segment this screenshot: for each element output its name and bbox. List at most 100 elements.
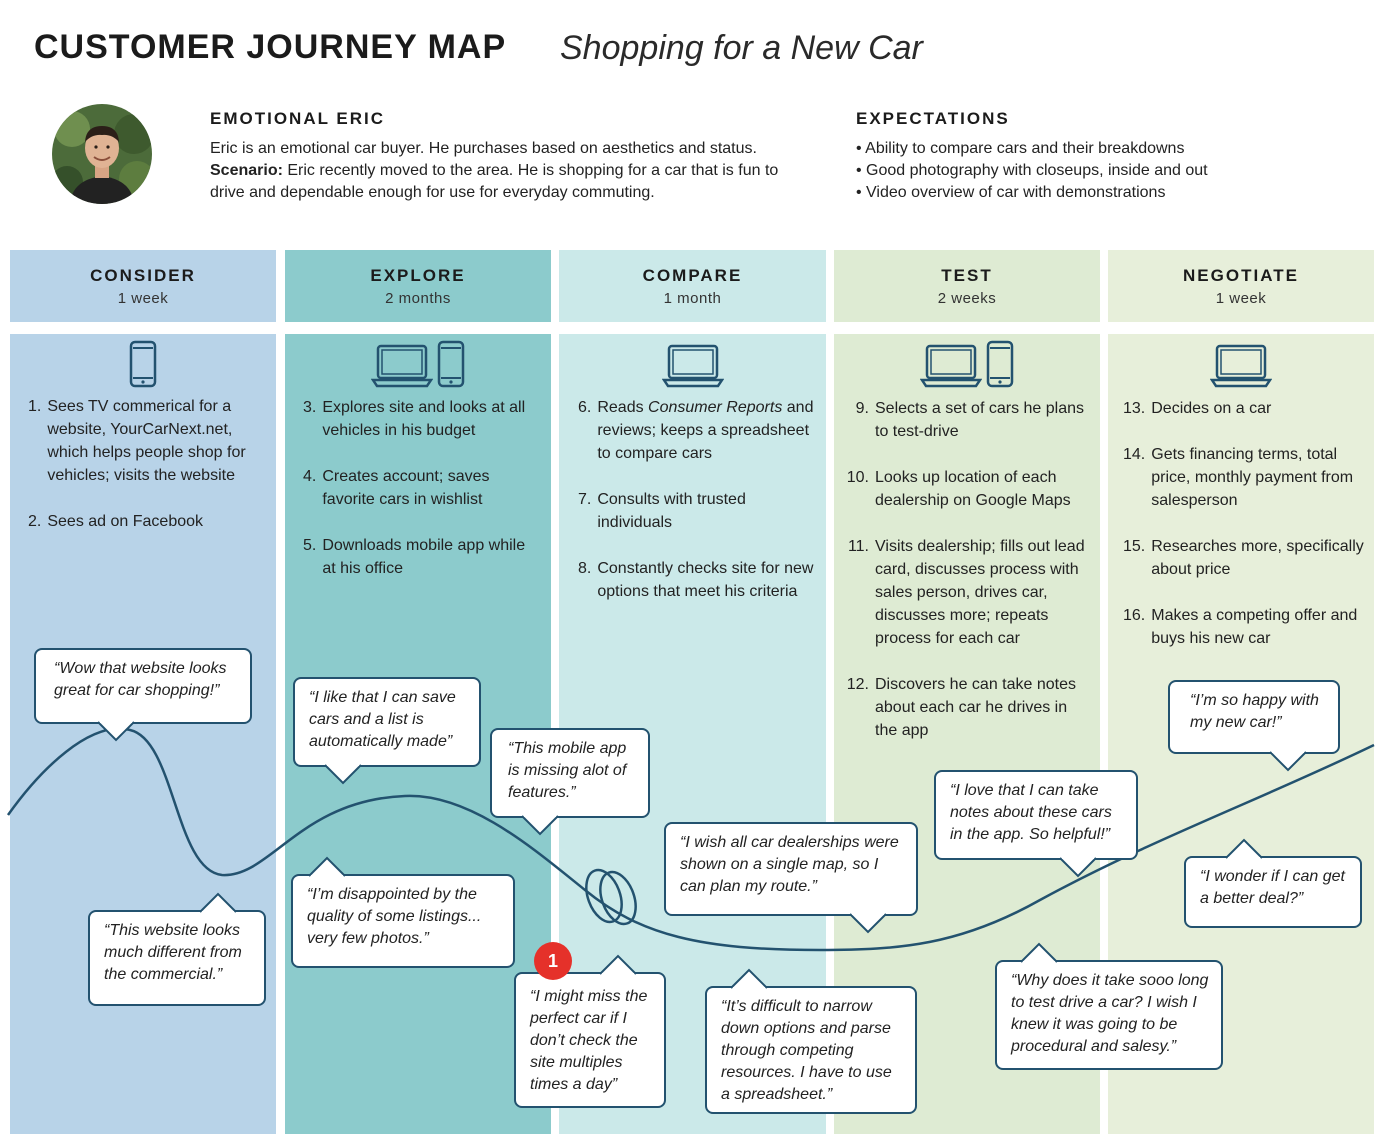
stage-name: EXPLORE (370, 266, 466, 285)
step-number: 3. (303, 399, 317, 416)
quote-text: “This website looks much different from … (88, 910, 266, 1006)
stage-header-explore: EXPLORE 2 months (285, 250, 551, 322)
persona-description: Eric is an emotional car buyer. He purch… (210, 138, 810, 204)
stage-duration: 1 week (1215, 290, 1267, 307)
quote-bubble: “It’s difficult to narrow down options a… (705, 968, 917, 1114)
step-text: Discovers he can take notes about each c… (875, 676, 1076, 739)
laptop-icon (370, 344, 434, 392)
expectation-item: Ability to compare cars and their breakd… (856, 138, 1336, 160)
stage-devices-compare (559, 340, 826, 393)
persona-scenario: Scenario: Eric recently moved to the are… (210, 160, 810, 204)
step-item: 13. Decides on a car (1123, 397, 1365, 420)
quote-text: “It’s difficult to narrow down options a… (705, 986, 917, 1114)
step-item: 16. Makes a competing offer and buys his … (1123, 604, 1365, 650)
quote-bubble: “Wow that website looks great for car sh… (34, 648, 252, 742)
step-number: 14. (1123, 446, 1146, 463)
step-number: 1. (28, 398, 42, 415)
stage-duration: 2 months (385, 290, 451, 307)
steps-consider: 1. Sees TV commerical for a website, Your… (28, 395, 264, 556)
quote-text: “I love that I can take notes about thes… (934, 770, 1138, 860)
step-number: 9. (855, 400, 869, 417)
quote-bubble: “I might miss the perfect car if I don’t… (514, 954, 666, 1108)
step-number: 12. (846, 676, 869, 693)
quote-bubble: “I’m so happy with my new car!” (1168, 680, 1340, 772)
step-text: Sees TV commerical for a website, YourCa… (47, 398, 246, 484)
quote-bubble: “Why does it take sooo long to test driv… (995, 942, 1223, 1070)
steps-test: 9.Selects a set of cars he plans to test… (843, 397, 1093, 765)
step-text: Makes a competing offer and buys his new… (1151, 607, 1358, 647)
quote-text: “This mobile app is missing alot of feat… (490, 728, 650, 818)
steps-negotiate: 13. Decides on a car 14.Gets financing te… (1123, 397, 1365, 673)
step-number: 15. (1123, 538, 1146, 555)
phone-icon (437, 340, 465, 392)
quote-bubble: “I like that I can save cars and a list … (293, 677, 481, 785)
expectations-title: EXPECTATIONS (856, 109, 1010, 128)
steps-compare: 6.Reads Consumer Reports and reviews; ke… (578, 396, 814, 626)
step-number: 2. (28, 513, 42, 530)
phone-icon (129, 340, 157, 392)
quote-bubble: “I wish all car dealerships were shown o… (664, 822, 918, 934)
page-subtitle: Shopping for a New Car (560, 29, 923, 67)
page-title: CUSTOMER JOURNEY MAP (34, 28, 507, 66)
step-text: Creates account; saves favorite cars in … (322, 468, 490, 508)
quote-text: “I might miss the perfect car if I don’t… (514, 972, 666, 1108)
step-item: 8.Constantly checks site for new options… (578, 557, 814, 603)
step-number: 16. (1123, 607, 1146, 624)
step-text: Reads Consumer Reports and reviews; keep… (597, 399, 814, 462)
stage-duration: 2 weeks (937, 290, 997, 307)
step-number: 11. (847, 538, 869, 555)
stage-header-consider: CONSIDER 1 week (10, 250, 276, 322)
stage-name: NEGOTIATE (1183, 266, 1299, 285)
scenario-text: Eric recently moved to the area. He is s… (210, 162, 779, 201)
step-text: Explores site and looks at all vehicles … (322, 399, 526, 439)
step-item: 14.Gets financing terms, total price, mo… (1123, 443, 1365, 512)
laptop-icon (661, 344, 724, 392)
step-text: Consults with trusted individuals (597, 491, 746, 531)
quote-bubble: “I love that I can take notes about thes… (934, 770, 1138, 878)
step-item: 2. Sees ad on Facebook (28, 510, 264, 533)
step-item: 4. Creates account; saves favorite cars i… (303, 465, 539, 511)
expectations-list: Ability to compare cars and their breakd… (856, 138, 1336, 204)
stage-devices-explore (285, 340, 551, 393)
step-item: 15. Researches more, specifically about p… (1123, 535, 1365, 581)
quote-bubble: “I’m disappointed by the quality of some… (291, 856, 515, 968)
quote-bubble: “This website looks much different from … (88, 892, 266, 1006)
scenario-label: Scenario: (210, 162, 283, 179)
laptop-icon (919, 344, 983, 392)
step-item: 10. Looks up location of each dealership … (843, 466, 1093, 512)
laptop-icon (1209, 344, 1273, 392)
quote-bubble: “This mobile app is missing alot of feat… (490, 728, 650, 836)
stage-name: COMPARE (642, 266, 743, 285)
stage-duration: 1 week (117, 290, 169, 307)
step-text: Decides on a car (1151, 400, 1272, 417)
step-text: Researches more, specifically about pric… (1151, 538, 1364, 578)
step-number: 10. (846, 469, 869, 486)
quote-bubble: “I wonder if I can get a better deal?” (1184, 838, 1362, 928)
step-text: Constantly checks site for new options t… (597, 560, 814, 600)
persona-description-text: Eric is an emotional car buyer. He purch… (210, 140, 757, 157)
step-item: 1. Sees TV commerical for a website, Your… (28, 395, 264, 487)
stage-name: TEST (941, 266, 993, 285)
step-item: 5. Downloads mobile app while at his offi… (303, 534, 539, 580)
step-item: 7.Consults with trusted individuals (578, 488, 814, 534)
quote-text: “I wish all car dealerships were shown o… (664, 822, 918, 916)
quote-text: “I wonder if I can get a better deal?” (1184, 856, 1362, 928)
pain-point-badge: 1 (534, 942, 572, 980)
stage-duration: 1 month (663, 290, 722, 307)
quote-text: “Wow that website looks great for car sh… (34, 648, 252, 724)
step-text: Looks up location of each dealership on … (875, 469, 1071, 509)
stage-header-compare: COMPARE 1 month (559, 250, 826, 322)
step-number: 5. (303, 537, 317, 554)
step-number: 4. (303, 468, 317, 485)
stage-name: CONSIDER (90, 266, 196, 285)
stage-header-test: TEST 2 weeks (834, 250, 1100, 322)
stage-devices-negotiate (1108, 340, 1374, 393)
expectation-item: Video overview of car with demonstration… (856, 182, 1336, 204)
persona-name: EMOTIONAL ERIC (210, 109, 386, 128)
step-number: 13. (1123, 400, 1146, 417)
phone-icon (986, 340, 1014, 392)
step-text: Downloads mobile app while at his office (322, 537, 526, 577)
step-text: Sees ad on Facebook (47, 513, 204, 530)
step-item: 12. Discovers he can take notes about eac… (843, 673, 1093, 742)
